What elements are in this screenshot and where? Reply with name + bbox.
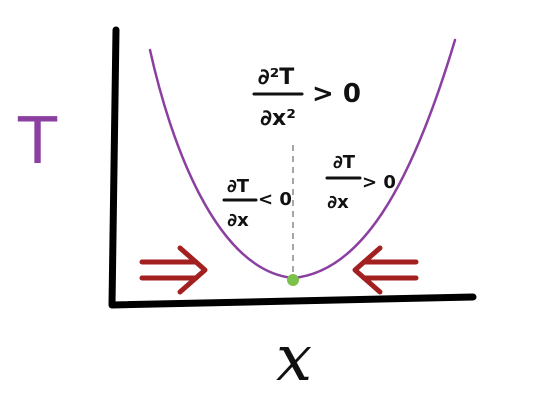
left-slope-annotation: ∂T ∂x < 0 — [222, 176, 292, 231]
right-arrow-icon — [352, 245, 419, 295]
right-slope-denominator: ∂x — [327, 192, 349, 213]
axes — [108, 26, 477, 309]
second-derivative-relation: > 0 — [312, 79, 361, 109]
left-arrow-icon — [139, 245, 208, 295]
right-slope-numerator: ∂T — [333, 152, 356, 173]
second-derivative-annotation: ∂²T ∂x² > 0 — [252, 65, 361, 131]
right-slope-annotation: ∂T ∂x > 0 — [325, 152, 396, 213]
left-slope-denominator: ∂x — [227, 210, 249, 231]
parabola-curve — [148, 38, 457, 280]
right-slope-relation: > 0 — [362, 172, 396, 193]
second-derivative-denominator: ∂x² — [260, 106, 296, 131]
minimum-point — [287, 274, 299, 286]
second-derivative-numerator: ∂²T — [258, 65, 295, 90]
left-slope-relation: < 0 — [258, 189, 292, 210]
y-axis-label: T — [17, 105, 58, 179]
x-axis-label: x — [276, 322, 312, 396]
left-slope-numerator: ∂T — [227, 176, 250, 197]
